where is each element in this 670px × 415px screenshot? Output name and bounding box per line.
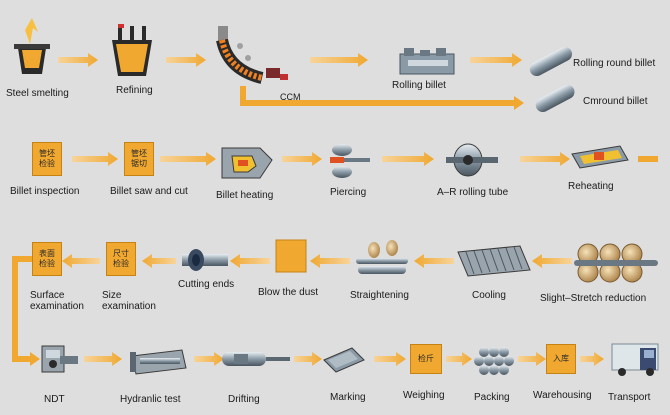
- flow-arrow: [520, 152, 570, 166]
- marking-icon: [323, 347, 365, 373]
- flow-arrow: [62, 254, 100, 268]
- ndt-icon: [41, 345, 78, 373]
- flow-arrow: [470, 53, 522, 67]
- label-blow-dust: Blow the dust: [258, 287, 319, 298]
- surface-exam-box: 表面 检验: [32, 242, 62, 276]
- cutting-ends-icon: [182, 249, 228, 271]
- label-surface-exam: Surface examination: [30, 290, 84, 312]
- reheating-icon: [571, 145, 629, 169]
- billet-saw-box: 管坯 锯切: [124, 142, 154, 176]
- flow-arrow: [160, 152, 216, 166]
- label-rolling-billet: Rolling billet: [392, 80, 446, 91]
- flow-arrow: [580, 352, 604, 366]
- flow-arrow: [518, 352, 546, 366]
- refining-icon: [112, 24, 152, 76]
- flow-arrow: [142, 254, 176, 268]
- size-exam-box: 尺寸 检验: [106, 242, 136, 276]
- flow-arrow: [84, 352, 122, 366]
- label-ccm: CCM: [280, 92, 301, 102]
- flow-arrow: [194, 352, 224, 366]
- straightening-icon: [356, 240, 408, 274]
- billet-heating-icon: [221, 147, 273, 179]
- ccm-branch-arrow: [240, 86, 524, 110]
- label-hydraulic: Hydranlic test: [120, 394, 181, 405]
- weighing-box: 检斤: [410, 344, 442, 374]
- slight-stretch-icon: [574, 243, 658, 283]
- piercing-icon: [330, 144, 370, 178]
- label-ndt: NDT: [44, 394, 65, 405]
- blow-dust-box: [275, 239, 307, 273]
- label-cmround-billet: Cmround billet: [583, 96, 648, 107]
- flow-arrow: [58, 53, 98, 67]
- label-billet-saw: Billet saw and cut: [110, 186, 188, 197]
- label-ar-rolling: A–R rolling tube: [437, 187, 509, 198]
- transport-truck-icon: [611, 343, 659, 376]
- cooling-bed-icon: [457, 245, 531, 277]
- flow-arrow: [532, 254, 572, 268]
- flow-arrow: [310, 53, 368, 67]
- packing-icon: [474, 347, 514, 375]
- flow-arrow: [310, 254, 350, 268]
- label-refining: Refining: [116, 85, 153, 96]
- flow-arrow: [166, 53, 206, 67]
- label-warehousing: Warehousing: [533, 390, 592, 401]
- label-steel-smelting: Steel smelting: [6, 88, 69, 99]
- ccm-icon: [216, 26, 288, 84]
- cmround-billet-icon: [535, 84, 575, 113]
- label-drifting: Drifting: [228, 394, 260, 405]
- warehousing-box: 入库: [546, 344, 576, 374]
- flow-arrow: [294, 352, 322, 366]
- label-billet-heating: Billet heating: [216, 190, 274, 201]
- label-reheating: Reheating: [568, 181, 614, 192]
- label-weighing: Weighing: [403, 390, 445, 401]
- label-size-exam: Size examination: [102, 290, 156, 312]
- label-straightening: Straightening: [350, 290, 409, 301]
- label-cooling: Cooling: [472, 290, 506, 301]
- label-cutting-ends: Cutting ends: [178, 279, 235, 290]
- ar-rolling-icon: [446, 143, 498, 177]
- flow-arrow: [374, 352, 406, 366]
- label-rolling-round-billet: Rolling round billet: [573, 58, 656, 69]
- label-packing: Packing: [474, 392, 510, 403]
- flow-arrow: [382, 152, 434, 166]
- drifting-icon: [222, 352, 290, 366]
- flow-arrow: [446, 352, 472, 366]
- label-slight-stretch: Slight–Stretch reduction: [540, 293, 647, 304]
- label-transport: Transport: [608, 392, 651, 403]
- billet-inspection-box: 管坯 检验: [32, 142, 62, 176]
- flow-arrow: [230, 254, 270, 268]
- rolling-billet-icon: [399, 48, 455, 75]
- flow-arrow: [282, 152, 322, 166]
- flow-arrow: [638, 156, 658, 162]
- steel-smelting-icon: [14, 18, 50, 74]
- flow-arrow: [414, 254, 454, 268]
- round-billet-icon: [529, 47, 573, 77]
- label-billet-inspection: Billet inspection: [10, 186, 80, 197]
- label-marking: Marking: [330, 392, 366, 403]
- label-piercing: Piercing: [330, 187, 367, 198]
- row-connector: [12, 256, 40, 366]
- flow-arrow: [72, 152, 118, 166]
- hydraulic-test-icon: [130, 349, 187, 375]
